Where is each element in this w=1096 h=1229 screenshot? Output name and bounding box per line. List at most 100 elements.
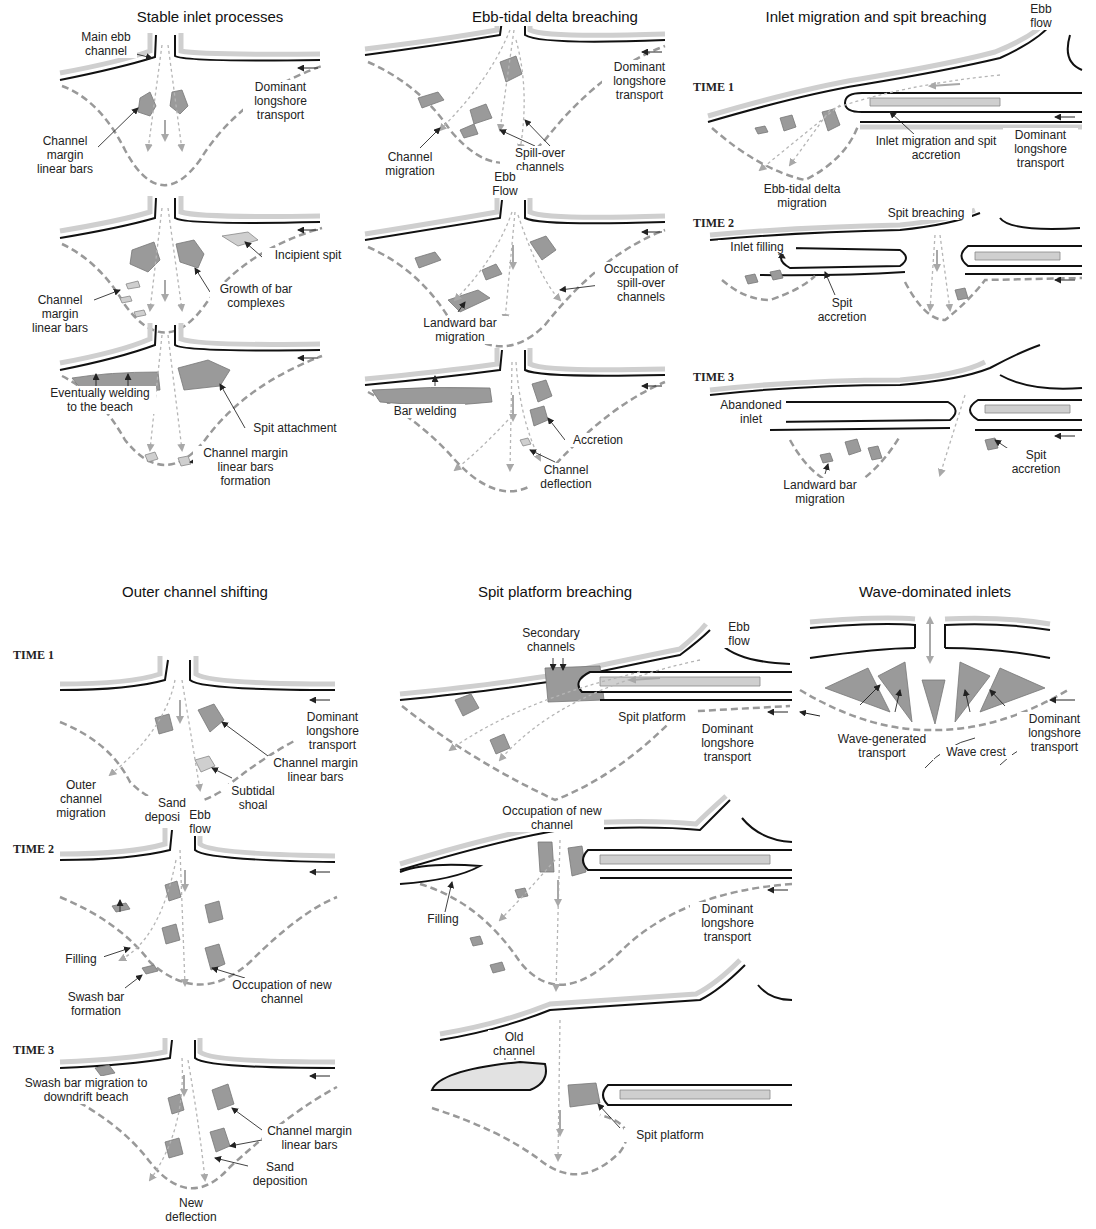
leader-line: [500, 130, 535, 146]
sand-bar: [142, 965, 158, 974]
flow-line: [120, 860, 176, 960]
sand-bar: [878, 662, 912, 722]
flow-line: [168, 208, 182, 310]
ebb-arrow: [630, 678, 660, 680]
flow-line: [505, 212, 515, 320]
flow-line: [940, 395, 965, 475]
leader-line: [232, 1108, 262, 1130]
flow-line: [440, 30, 510, 130]
flow-line: [500, 660, 700, 760]
sand-bar: [490, 962, 505, 973]
sand-bar: [955, 662, 990, 722]
shoreline: [860, 121, 1082, 123]
shoreline: [60, 325, 320, 370]
feature-label: Abandoned inlet: [716, 398, 786, 426]
leader-line: [825, 464, 828, 474]
beach-band: [60, 196, 320, 231]
flow-line: [518, 215, 560, 300]
sand-bar: [95, 1065, 115, 1076]
panel-title: Ebb-tidal delta breaching: [445, 8, 665, 26]
feature-label: Secondary channels: [510, 626, 592, 654]
longshore-arrow: [1055, 117, 1075, 118]
subtidal-bar: [600, 855, 770, 864]
feature-label: Swash bar formation: [60, 990, 132, 1018]
sand-bar: [845, 439, 861, 455]
ebb-delta-outline: [432, 1108, 627, 1174]
ebb-arrow: [936, 250, 938, 270]
feature-label: Inlet migration and spit accretion: [870, 134, 1002, 162]
feature-label: Spit attachment: [246, 421, 344, 435]
abandoned-barrier: [432, 1062, 546, 1090]
flow-line: [168, 335, 182, 450]
subtidal-bar: [222, 232, 258, 246]
feature-label: Channel margin linear bars formation: [193, 446, 298, 488]
subtidal-bar: [195, 756, 215, 772]
sand-bar: [955, 288, 968, 300]
subtidal-bar: [520, 438, 531, 446]
feature-label: Dominant longshore transport: [1003, 128, 1078, 170]
sand-bar: [538, 842, 554, 872]
ebb-arrow: [929, 618, 931, 640]
ebb-delta-outline: [62, 66, 322, 185]
feature-label: Ebb Flow: [485, 170, 525, 198]
leader-line: [530, 450, 555, 462]
beach-band: [708, 18, 1050, 116]
ebb-arrow: [559, 1110, 561, 1135]
feature-label: Bar welding: [385, 404, 465, 418]
feature-label: New deflection: [160, 1196, 222, 1224]
longshore-arrow: [310, 700, 330, 701]
barrier-island: [578, 672, 792, 692]
leader-line: [825, 272, 835, 295]
shoreline: [708, 20, 1082, 122]
sand-bar: [822, 109, 840, 131]
longshore-arrow: [1055, 436, 1075, 437]
ebb-delta-outline: [60, 897, 337, 985]
sand-bar: [530, 406, 548, 426]
leader-line: [220, 384, 245, 428]
longshore-arrow: [1055, 280, 1075, 281]
feature-label: Ebb-tidal delta migration: [752, 182, 852, 210]
sand-bar: [470, 104, 492, 124]
flow-line: [516, 362, 540, 460]
leader-line: [420, 128, 440, 148]
sand-bar: [212, 1084, 234, 1110]
sand-bar: [922, 680, 945, 724]
flow-line: [168, 45, 182, 150]
feature-label: Dominant longshore transport: [690, 722, 765, 764]
ebb-delta-outline: [62, 228, 322, 333]
sand-bar: [198, 704, 224, 732]
longshore-arrow: [642, 52, 662, 53]
feature-label: Main ebb channel: [75, 30, 137, 58]
sand-bar: [980, 668, 1045, 712]
feature-label: Eventually welding to the beach: [44, 386, 156, 414]
flow-line: [110, 680, 175, 775]
longshore-arrow: [298, 230, 318, 231]
beach-band: [60, 656, 335, 684]
leader-line: [100, 948, 130, 958]
shoreline: [400, 800, 792, 870]
ebb-arrow: [512, 245, 514, 268]
flow-line: [455, 420, 508, 470]
longshore-arrow: [642, 386, 662, 387]
leader-line: [890, 112, 915, 135]
shoreline: [60, 660, 335, 690]
feature-label: Landward bar migration: [412, 316, 508, 344]
feature-label: Wave-generated transport: [830, 732, 934, 760]
feature-label: Spit platform: [608, 710, 696, 724]
leader-line: [548, 418, 565, 440]
sand-bar: [755, 126, 768, 134]
barrier-island: [962, 246, 1083, 266]
feature-label: Dominant longshore transport: [243, 80, 318, 122]
sand-bar: [415, 252, 441, 268]
subtidal-bar: [870, 98, 1000, 106]
sand-bar: [210, 1128, 230, 1152]
leader-line: [965, 690, 970, 712]
longshore-arrow: [298, 68, 318, 69]
flow-line: [510, 362, 512, 470]
leader-line: [860, 685, 880, 705]
leader-line: [245, 242, 262, 257]
feature-label: Spit breaching: [880, 206, 972, 220]
sand-bar: [112, 903, 130, 912]
feature-label: Channel margin linear bars: [27, 293, 93, 335]
